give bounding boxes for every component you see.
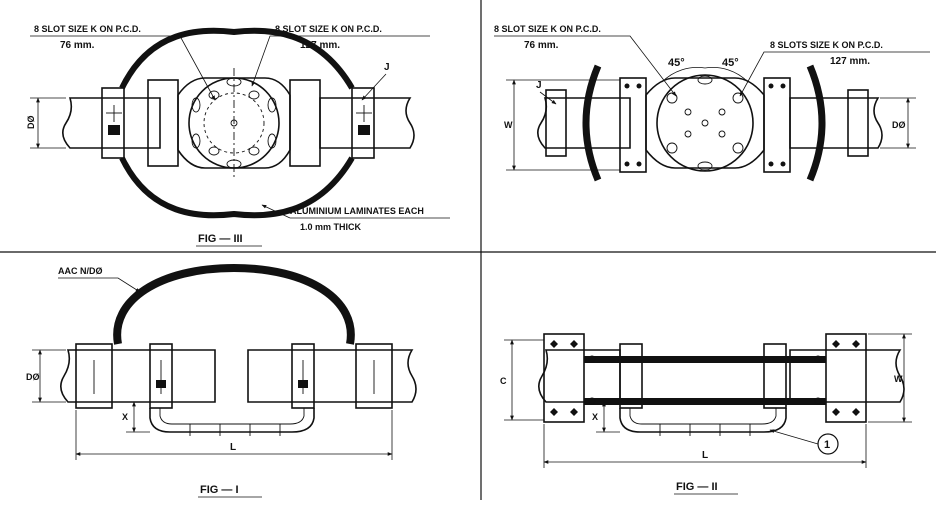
spacer-right [763, 77, 791, 173]
clamp-bolt-heads [550, 340, 860, 416]
strap-left [582, 64, 602, 182]
pipe-right [319, 97, 415, 149]
pipe-left [62, 97, 161, 149]
caption-fig-1: FIG — I [200, 484, 239, 496]
bracket-clamp-right [763, 343, 787, 409]
palm-plate [645, 77, 765, 169]
bolts [93, 360, 375, 394]
clamp-left [543, 333, 585, 423]
pipe-right [247, 349, 417, 403]
caption-fig-3: FIG — III [198, 233, 243, 245]
bolt-group-right [356, 105, 372, 135]
label-l: L [702, 450, 708, 461]
label-d: DØ [26, 116, 36, 130]
pipe-left [60, 349, 216, 403]
palm-plate [177, 77, 291, 169]
laminate-bar-top [584, 356, 826, 363]
note-slot-76-line1: 8 SLOT SIZE K ON P.C.D. [494, 24, 601, 34]
label-d: DØ [26, 372, 40, 382]
leader-slot-127 [739, 51, 930, 97]
clamp-right [355, 343, 393, 409]
label-c: C [500, 376, 507, 386]
note-slot-76-line1: 8 SLOT SIZE K ON P.C.D. [34, 24, 141, 34]
laminate-bottom [119, 156, 355, 219]
balloon-1-label: 1 [824, 439, 830, 451]
label-x: X [122, 412, 128, 422]
slot-holes [666, 75, 744, 171]
angle-arc-2 [704, 67, 749, 83]
aac-conductor-loop [113, 263, 355, 345]
figure-2: C X W L 1 FIG — II [500, 333, 912, 495]
clamp-right [351, 87, 375, 159]
note-slot-127-line1: 8 SLOT SIZE K ON P.C.D. [275, 24, 382, 34]
angle-label-1: 45° [668, 57, 685, 69]
strap-right [806, 64, 826, 182]
label-x: X [592, 412, 598, 422]
label-w: W [504, 120, 513, 130]
jumper-bracket [149, 408, 315, 433]
pcd-disc [656, 74, 754, 172]
figure-4: 45° 45° W DØ J 8 SLOT SIZE K ON P.C.D. 7… [494, 24, 930, 182]
leader-slot-127 [251, 35, 430, 87]
note-slot-76-line2: 76 mm. [60, 40, 95, 51]
label-l: L [230, 442, 236, 453]
note-slot-127-line2: 127 mm. [300, 40, 340, 51]
bracket-clamp-left [149, 343, 173, 409]
bracket-clamp-right [291, 343, 315, 409]
pipe-right [789, 97, 883, 149]
bracket-bolts [659, 424, 751, 436]
leader-slot-76 [30, 35, 216, 101]
connector-block-right [289, 79, 321, 167]
bracket-clamp-left [619, 343, 643, 409]
note-conductor: AAC N/DØ [58, 266, 103, 276]
note-slot-127-line1: 8 SLOTS SIZE K ON P.C.D. [770, 40, 883, 50]
note-laminate-line1: ALUMINIUM LAMINATES EACH [290, 206, 424, 216]
label-j: J [384, 62, 390, 73]
label-w: W [894, 374, 903, 384]
clamp-right [847, 89, 869, 157]
bracket-bolts [189, 424, 281, 436]
leader-conductor [58, 277, 141, 293]
slot-holes [191, 77, 277, 169]
angle-arc-1 [661, 67, 706, 83]
note-slot-76-line2: 76 mm. [524, 40, 559, 51]
figure-3: DØ 8 SLOT SIZE K ON P.C.D. 76 mm. 8 SLOT… [26, 24, 450, 247]
note-slot-127-line2: 127 mm. [830, 56, 870, 67]
leader-slot-76 [494, 35, 677, 97]
jumper-bracket [619, 408, 787, 433]
laminate-bar-bottom [584, 398, 826, 405]
label-j: J [536, 80, 542, 91]
angle-label-2: 45° [722, 57, 739, 69]
pcd-76-circle [203, 92, 265, 154]
caption-fig-2: FIG — II [676, 481, 718, 493]
clamp-right [825, 333, 867, 423]
clamp-left [545, 89, 567, 157]
bolt-heads [624, 83, 786, 167]
laminate-top [119, 27, 355, 90]
clamp-left [75, 343, 113, 409]
figure-1: AAC N/DØ DØ X L FIG — I [26, 263, 417, 498]
clamp-left [101, 87, 125, 159]
label-d: DØ [892, 120, 906, 130]
note-laminate-line2: 1.0 mm THICK [300, 222, 362, 232]
bolt-group-left [106, 105, 122, 135]
